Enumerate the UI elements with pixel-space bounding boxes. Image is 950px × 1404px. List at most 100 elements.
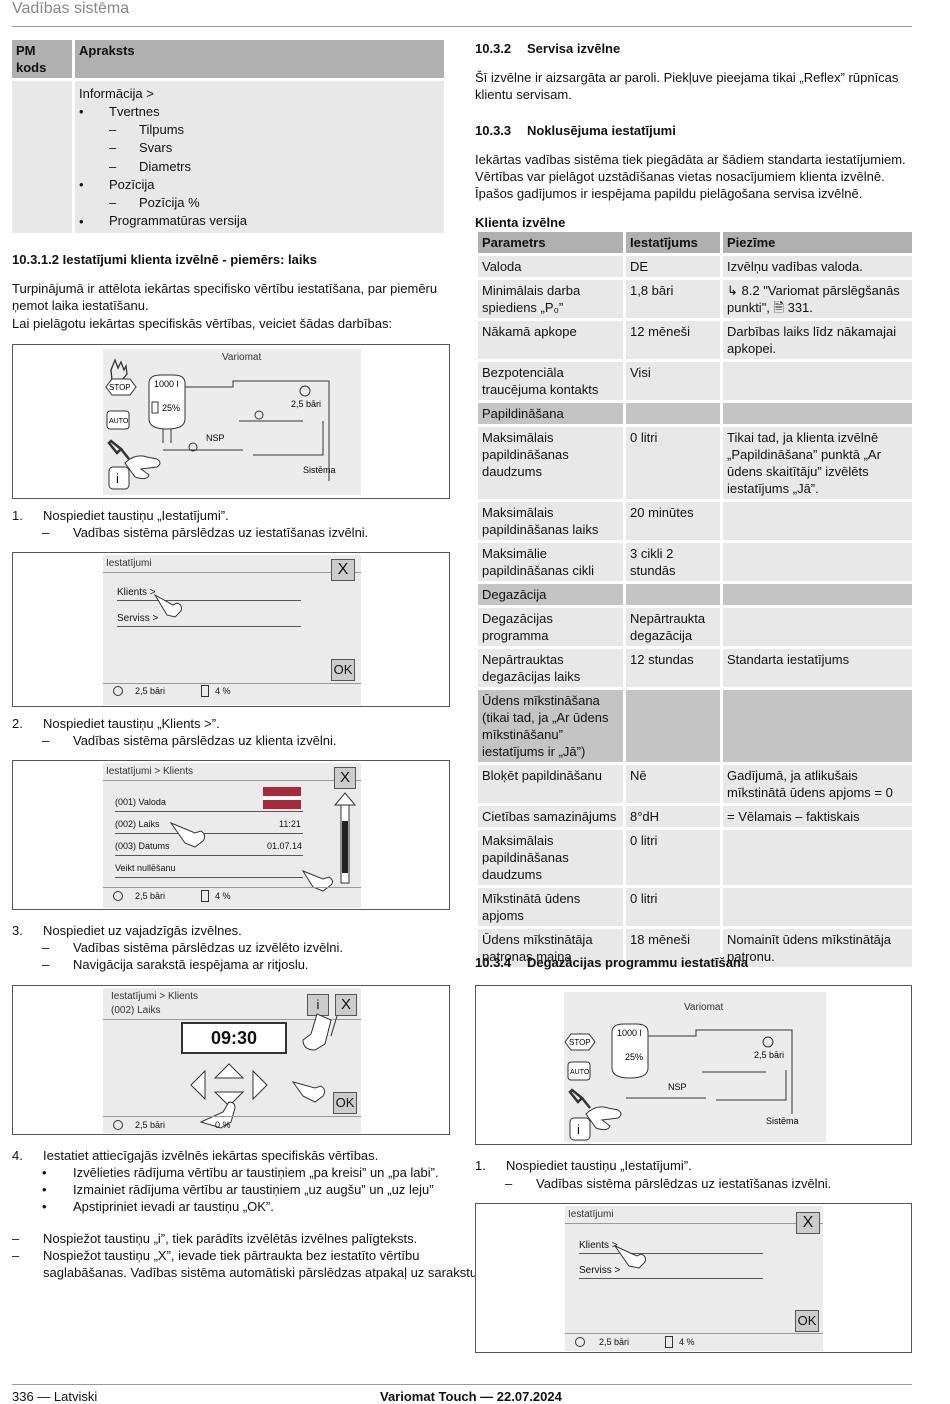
table-cell-note xyxy=(723,690,912,762)
level-readout: 0 % xyxy=(215,1120,231,1130)
pointing-hand-icon xyxy=(199,1101,236,1129)
figure-main-screen-1: Variomat STOP AUTO i 1000 l 25% NSP 2,5 … xyxy=(12,344,450,499)
table-cell-param: Degazācija xyxy=(478,584,623,605)
menu-item-valoda[interactable]: (001) Valoda xyxy=(115,797,166,807)
table-cell-param: Ūdens mīkstinātāja patronas maiņa xyxy=(478,929,623,967)
settings-title: Iestatījumi xyxy=(106,558,152,569)
klients-menu-item[interactable]: Klients > xyxy=(117,587,156,598)
pointing-hand-icon xyxy=(169,821,206,848)
client-menu-title: Iestatījumi > Klients xyxy=(106,766,193,777)
level-readout: 4 % xyxy=(215,686,231,696)
note-2-cont: saglabāšanas. Vadības sistēma automātisk… xyxy=(43,1265,481,1280)
table-cell-note xyxy=(723,543,912,581)
table-cell-setting: 18 mēneši xyxy=(626,929,720,967)
table-cell-param: Maksimālais papildināšanas daudzums xyxy=(478,830,623,885)
step-4: 4.Iestatiet attiecīgajās izvēlnēs iekārt… xyxy=(12,1148,379,1163)
left-paragraph-2: Lai pielāgotu iekārtas specifiskās vērtī… xyxy=(12,316,393,331)
vessel-volume: 1000 l xyxy=(617,1028,642,1038)
table-cell-setting: Visi xyxy=(626,362,720,400)
svg-text:i: i xyxy=(116,471,119,486)
menu-item-laiks[interactable]: (002) Laiks xyxy=(115,819,160,829)
svg-text:i: i xyxy=(577,1122,580,1137)
ok-button[interactable]: OK xyxy=(333,1092,357,1114)
auto-button-icon: AUTO xyxy=(106,410,130,430)
nsp-label: NSP xyxy=(668,1082,687,1092)
flag-icon xyxy=(263,787,301,809)
table-cell-param: Bezpotenciāla traucējuma kontakts xyxy=(478,362,623,400)
close-icon[interactable]: X xyxy=(334,767,356,789)
pressure-readout: 2,5 bāri xyxy=(291,399,321,409)
pressure-gauge-icon xyxy=(299,385,311,397)
serviss-menu-item[interactable]: Serviss > xyxy=(117,613,159,624)
dash: – xyxy=(109,158,117,174)
date-value: 01.07.14 xyxy=(267,841,303,851)
arrow-down-icon xyxy=(213,1091,245,1107)
arrow-keypad[interactable] xyxy=(189,1062,269,1122)
step-2: 2.Nospiediet taustiņu „Klients >”. xyxy=(12,716,220,731)
settings-panel: Iestatījumi X Klients > Serviss > OK 2,5… xyxy=(103,555,361,705)
defaults-paragraph: Iekārtas vadības sistēma tiek piegādāta … xyxy=(475,152,906,201)
client-menu-table-title: Klienta izvēlne xyxy=(475,215,566,230)
pm-line-tilpums: Tilpums xyxy=(139,122,185,137)
ok-button[interactable]: OK xyxy=(331,659,355,681)
ok-button[interactable]: OK xyxy=(795,1310,819,1332)
pressure-readout: 2,5 bāri xyxy=(135,1120,166,1130)
step-3: 3.Nospiediet uz vajadzīgās izvēlnes. xyxy=(12,923,242,938)
vessel-volume: 1000 l xyxy=(154,379,179,389)
close-icon[interactable]: X xyxy=(335,994,357,1016)
stop-button-icon: STOP xyxy=(105,378,137,396)
table-cell-note: Izvēlņu vadības valoda. xyxy=(723,256,912,277)
vessel-level: 25% xyxy=(625,1052,643,1062)
pm-line-diametrs: Diametrs xyxy=(139,158,192,174)
klients-menu-item[interactable]: Klients > xyxy=(579,1240,618,1251)
close-icon[interactable]: X xyxy=(331,559,355,581)
note-1: –Nospiežot taustiņu „i”, tiek parādīts i… xyxy=(12,1231,418,1246)
pressure-gauge-icon xyxy=(575,1337,585,1347)
table-cell-param: Minimālais darba spiediens „P₀” xyxy=(478,280,623,318)
main-screen-illustration-1: Variomat STOP AUTO i 1000 l 25% NSP 2,5 … xyxy=(103,349,361,495)
close-icon[interactable]: X xyxy=(796,1212,820,1234)
menu-item-reset[interactable]: Veikt nullēšanu xyxy=(115,863,176,873)
table-cell-param: Bloķēt papildināšanu xyxy=(478,765,623,803)
table-cell-param: Valoda xyxy=(478,256,623,277)
footer-rule xyxy=(12,1384,912,1385)
service-paragraph: Šī izvēlne ir aizsargāta ar paroli. Piek… xyxy=(475,70,899,102)
bullet: • xyxy=(79,213,84,229)
pm-line-sw: Programmatūras versija xyxy=(109,213,247,228)
table-cell-setting xyxy=(626,584,720,605)
svg-text:STOP: STOP xyxy=(109,383,131,392)
table-cell-note xyxy=(723,888,912,926)
menu-item-datums[interactable]: (003) Datums xyxy=(115,841,170,851)
settings-panel: Iestatījumi X Klients > Serviss > OK 2,5… xyxy=(565,1206,823,1351)
step-3-sub-2: –Navigācija sarakstā iespējama ar ritjos… xyxy=(42,957,309,972)
table-cell-param: Nākamā apkope xyxy=(478,321,623,359)
time-value: 11:21 xyxy=(279,819,301,829)
table-cell-note xyxy=(723,608,912,646)
serviss-menu-item[interactable]: Serviss > xyxy=(579,1265,621,1276)
table-cell-param: Maksimālais papildināšanas daudzums xyxy=(478,427,623,499)
level-readout: 4 % xyxy=(679,1337,695,1347)
screen-title: Variomat xyxy=(684,1002,723,1013)
table-cell-param: Maksimālie papildināšanas cikli xyxy=(478,543,623,581)
level-icon xyxy=(665,1336,673,1348)
table-cell-param: Maksimālais papildināšanas laiks xyxy=(478,502,623,540)
pressure-readout: 2,5 bāri xyxy=(754,1050,784,1060)
time-input[interactable]: 09:30 xyxy=(181,1022,287,1054)
level-icon xyxy=(201,685,209,697)
settings-title: Iestatījumi xyxy=(568,1209,614,1220)
pm-desc-cell: Informācija > • • • Tvertnes – – – xyxy=(75,81,444,233)
pointing-hand-icon xyxy=(124,455,161,480)
document-title: Variomat Touch — 22.07.2024 xyxy=(380,1389,562,1404)
table-cell-setting xyxy=(626,690,720,762)
scrollbar[interactable] xyxy=(331,791,361,901)
table-row: Ūdens mīkstināšana (tikai tad, ja „Ar ūd… xyxy=(478,690,912,762)
table-head-setting: Iestatījums xyxy=(626,232,720,253)
